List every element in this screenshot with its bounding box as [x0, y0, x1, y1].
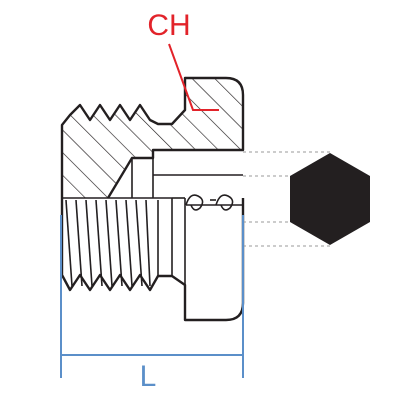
hexagon-end-view-icon — [290, 153, 370, 245]
socket-outline — [131, 158, 243, 320]
section-outline-upper — [60, 76, 245, 199]
projection-lines — [243, 151, 330, 247]
length-dimension — [60, 215, 244, 378]
seal-ring-detail — [185, 194, 243, 211]
thread-lines — [62, 197, 185, 287]
l-label: L — [140, 360, 157, 393]
plug-body-lower — [60, 198, 245, 322]
ch-label: CH — [147, 9, 190, 42]
ch-leader-line — [168, 43, 219, 111]
